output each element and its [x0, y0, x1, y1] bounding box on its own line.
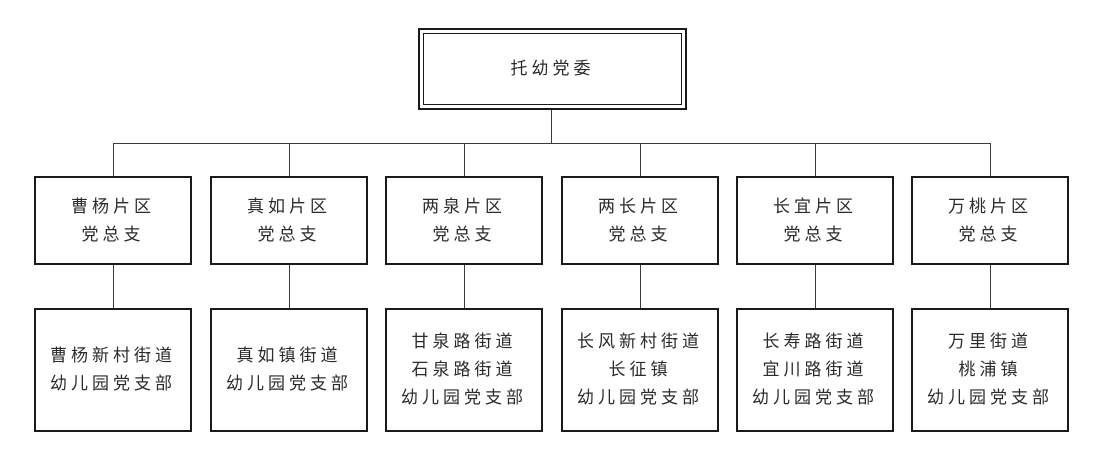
district-label: 真如片区 党总支 — [247, 196, 331, 245]
connector-root-stem — [551, 110, 552, 143]
connector-mid-5 — [990, 265, 991, 308]
node-district-0: 曹杨片区 党总支 — [34, 176, 192, 265]
node-district-5: 万桃片区 党总支 — [911, 176, 1069, 265]
node-kindergarten-1: 真如镇街道 幼儿园党支部 — [210, 308, 368, 432]
district-label: 万桃片区 党总支 — [948, 196, 1032, 245]
node-district-3: 两长片区 党总支 — [561, 176, 719, 265]
kindergarten-label: 真如镇街道 幼儿园党支部 — [226, 346, 352, 394]
connector-mid-4 — [815, 265, 816, 308]
kindergarten-label: 甘泉路街道 石泉路街道 幼儿园党支部 — [401, 332, 527, 408]
connector-drop-4 — [815, 143, 816, 176]
kindergarten-label: 万里街道 桃浦镇 幼儿园党支部 — [927, 332, 1053, 408]
district-label: 长宜片区 党总支 — [773, 196, 857, 245]
connector-mid-0 — [113, 265, 114, 308]
district-label: 两长片区 党总支 — [598, 196, 682, 245]
node-kindergarten-5: 万里街道 桃浦镇 幼儿园党支部 — [911, 308, 1069, 432]
node-district-1: 真如片区 党总支 — [210, 176, 368, 265]
node-root-inner-border: 托幼党委 — [423, 33, 682, 105]
root-label: 托幼党委 — [510, 59, 595, 79]
kindergarten-label: 曹杨新村街道 幼儿园党支部 — [50, 346, 176, 394]
connector-drop-0 — [113, 143, 114, 176]
connector-drop-3 — [640, 143, 641, 176]
connector-mid-2 — [464, 265, 465, 308]
district-label: 两泉片区 党总支 — [422, 196, 506, 245]
node-kindergarten-0: 曹杨新村街道 幼儿园党支部 — [34, 308, 192, 432]
node-kindergarten-2: 甘泉路街道 石泉路街道 幼儿园党支部 — [385, 308, 543, 432]
kindergarten-label: 长寿路街道 宜川路街道 幼儿园党支部 — [752, 332, 878, 408]
connector-mid-1 — [289, 265, 290, 308]
connector-drop-5 — [990, 143, 991, 176]
node-district-4: 长宜片区 党总支 — [736, 176, 894, 265]
kindergarten-label: 长风新村街道 长征镇 幼儿园党支部 — [577, 332, 703, 408]
node-kindergarten-3: 长风新村街道 长征镇 幼儿园党支部 — [561, 308, 719, 432]
connector-rail — [113, 143, 991, 144]
connector-drop-2 — [464, 143, 465, 176]
district-label: 曹杨片区 党总支 — [71, 196, 155, 245]
node-kindergarten-4: 长寿路街道 宜川路街道 幼儿园党支部 — [736, 308, 894, 432]
connector-mid-3 — [640, 265, 641, 308]
node-district-2: 两泉片区 党总支 — [385, 176, 543, 265]
connector-drop-1 — [289, 143, 290, 176]
node-root: 托幼党委 — [418, 28, 687, 110]
